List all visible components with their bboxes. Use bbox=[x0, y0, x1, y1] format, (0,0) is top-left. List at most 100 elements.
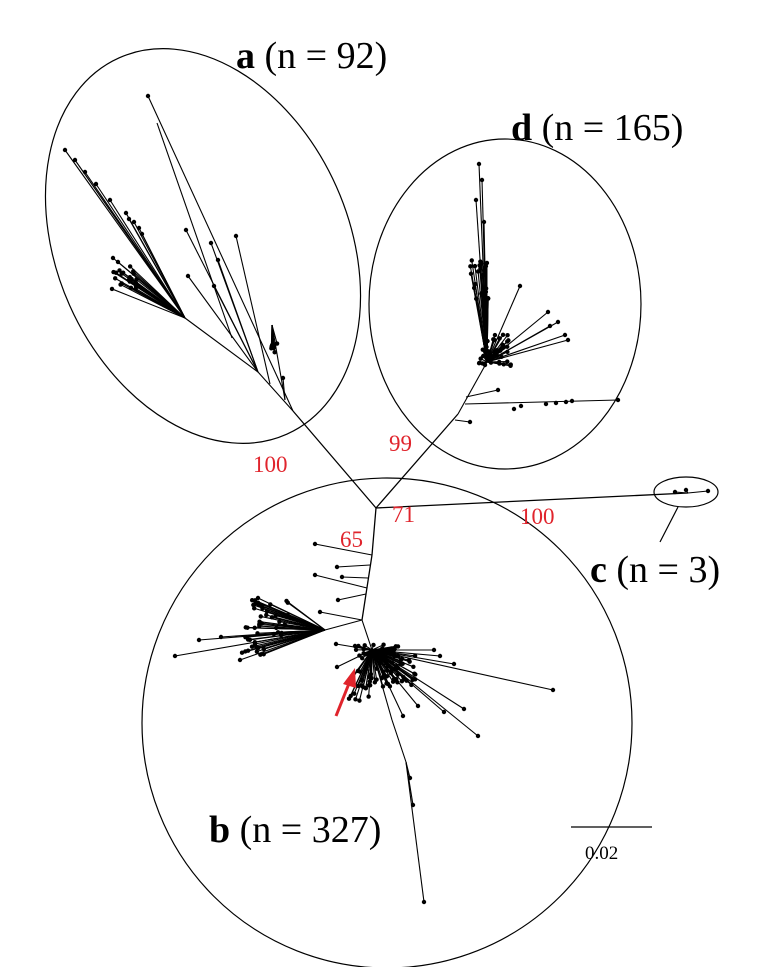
leaf-tip bbox=[400, 662, 404, 666]
leaf-tip bbox=[234, 234, 238, 238]
leaf-tip bbox=[480, 361, 484, 365]
leaf-tip bbox=[364, 686, 368, 690]
leaf-tip bbox=[506, 338, 510, 342]
leaf-tip bbox=[474, 198, 478, 202]
tree-branch bbox=[487, 312, 548, 362]
leaf-tip bbox=[563, 333, 567, 337]
leaf-tip bbox=[432, 648, 436, 652]
cluster-label-b: b (n = 327) bbox=[209, 809, 381, 851]
leaf-tip bbox=[551, 688, 555, 692]
leaf-tip bbox=[353, 644, 357, 648]
leaf-tip bbox=[508, 364, 512, 368]
leaf-tip bbox=[570, 399, 574, 403]
leaf-tip bbox=[407, 659, 411, 663]
leaf-tip bbox=[462, 707, 466, 711]
tree-branch bbox=[372, 650, 478, 736]
leaf-tip bbox=[259, 614, 263, 618]
leaf-tip bbox=[132, 220, 136, 224]
leaf-tip bbox=[334, 642, 338, 646]
leaf-tip bbox=[452, 662, 456, 666]
leaf-tip bbox=[468, 420, 472, 424]
tree-branch bbox=[148, 96, 293, 411]
leaf-tip bbox=[480, 178, 484, 182]
tree-branch bbox=[392, 720, 406, 762]
leaf-tip bbox=[129, 286, 133, 290]
leaf-tip bbox=[353, 697, 357, 701]
leaf-tip bbox=[216, 258, 220, 262]
leaf-tip bbox=[146, 94, 150, 98]
leaf-tip bbox=[368, 683, 372, 687]
leaf-tip bbox=[335, 565, 339, 569]
cluster-label-d: d (n = 165) bbox=[511, 107, 683, 149]
cluster-label-c: c (n = 3) bbox=[590, 549, 720, 591]
leaf-tip bbox=[483, 342, 487, 346]
leaf-tip bbox=[335, 665, 339, 669]
tree-branch bbox=[338, 594, 366, 600]
tree-branch bbox=[342, 577, 368, 578]
bootstrap-d: 99 bbox=[389, 431, 412, 456]
tree-branch bbox=[458, 362, 487, 414]
branch-center-to-b bbox=[372, 508, 376, 555]
leaf-tip bbox=[501, 333, 505, 337]
cluster-a-leaves bbox=[63, 94, 293, 411]
leaf-tip bbox=[127, 217, 131, 221]
bootstrap-b: 65 bbox=[340, 527, 363, 552]
cluster-b-outline bbox=[142, 478, 632, 967]
leaf-tip bbox=[340, 575, 344, 579]
leaf-tip bbox=[491, 337, 495, 341]
leaf-tip bbox=[473, 282, 477, 286]
leaf-tip bbox=[554, 401, 558, 405]
leaf-tip bbox=[94, 182, 98, 186]
leaf-tip bbox=[411, 665, 415, 669]
leaf-tip bbox=[391, 680, 395, 684]
leaf-tip bbox=[493, 333, 497, 337]
leaf-tip bbox=[373, 680, 377, 684]
leaf-tip bbox=[260, 604, 264, 608]
leaf-tip bbox=[408, 776, 412, 780]
leaf-tip bbox=[272, 343, 276, 347]
leaf-tip bbox=[519, 404, 523, 408]
tree-branch bbox=[455, 420, 470, 422]
leaf-tip bbox=[111, 270, 115, 274]
cluster-d-outline bbox=[369, 139, 641, 469]
leaf-tip bbox=[544, 402, 548, 406]
leaf-tip bbox=[477, 162, 481, 166]
leaf-tip bbox=[396, 644, 400, 648]
leaf-tip bbox=[476, 734, 480, 738]
leaf-tip bbox=[137, 226, 141, 230]
leaf-tip bbox=[512, 407, 516, 411]
leaf-tip bbox=[422, 900, 426, 904]
leaf-tip bbox=[470, 258, 474, 262]
bootstrap-c: 100 bbox=[520, 504, 555, 529]
leaf-tip bbox=[505, 359, 509, 363]
tree-branch bbox=[320, 612, 362, 620]
leaf-tip bbox=[505, 333, 509, 337]
leaf-tip bbox=[442, 710, 446, 714]
leaf-tip bbox=[479, 291, 483, 295]
leaf-tip bbox=[73, 158, 77, 162]
leaf-tip bbox=[336, 598, 340, 602]
leaf-tip bbox=[124, 211, 128, 215]
leaf-tip bbox=[313, 542, 317, 546]
leaf-tip bbox=[197, 638, 201, 642]
leaf-tip bbox=[244, 625, 248, 629]
leaf-tip bbox=[121, 270, 125, 274]
leaf-tip bbox=[616, 398, 620, 402]
bootstrap-center: 71 bbox=[392, 502, 415, 527]
leaf-tip bbox=[706, 489, 710, 493]
arrow-head bbox=[343, 668, 356, 688]
leaf-tip bbox=[265, 609, 269, 613]
leaf-tip bbox=[684, 488, 688, 492]
leaf-tip bbox=[481, 354, 485, 358]
leaf-tip bbox=[281, 376, 285, 380]
leaf-tip bbox=[313, 573, 317, 577]
leaf-tip bbox=[264, 613, 268, 617]
cluster-d-leaves bbox=[455, 162, 620, 424]
tree-branch bbox=[114, 272, 185, 318]
leaf-tip bbox=[83, 170, 87, 174]
leaf-tip bbox=[260, 621, 264, 625]
tree-branch bbox=[258, 372, 293, 411]
leaf-tip bbox=[389, 649, 393, 653]
